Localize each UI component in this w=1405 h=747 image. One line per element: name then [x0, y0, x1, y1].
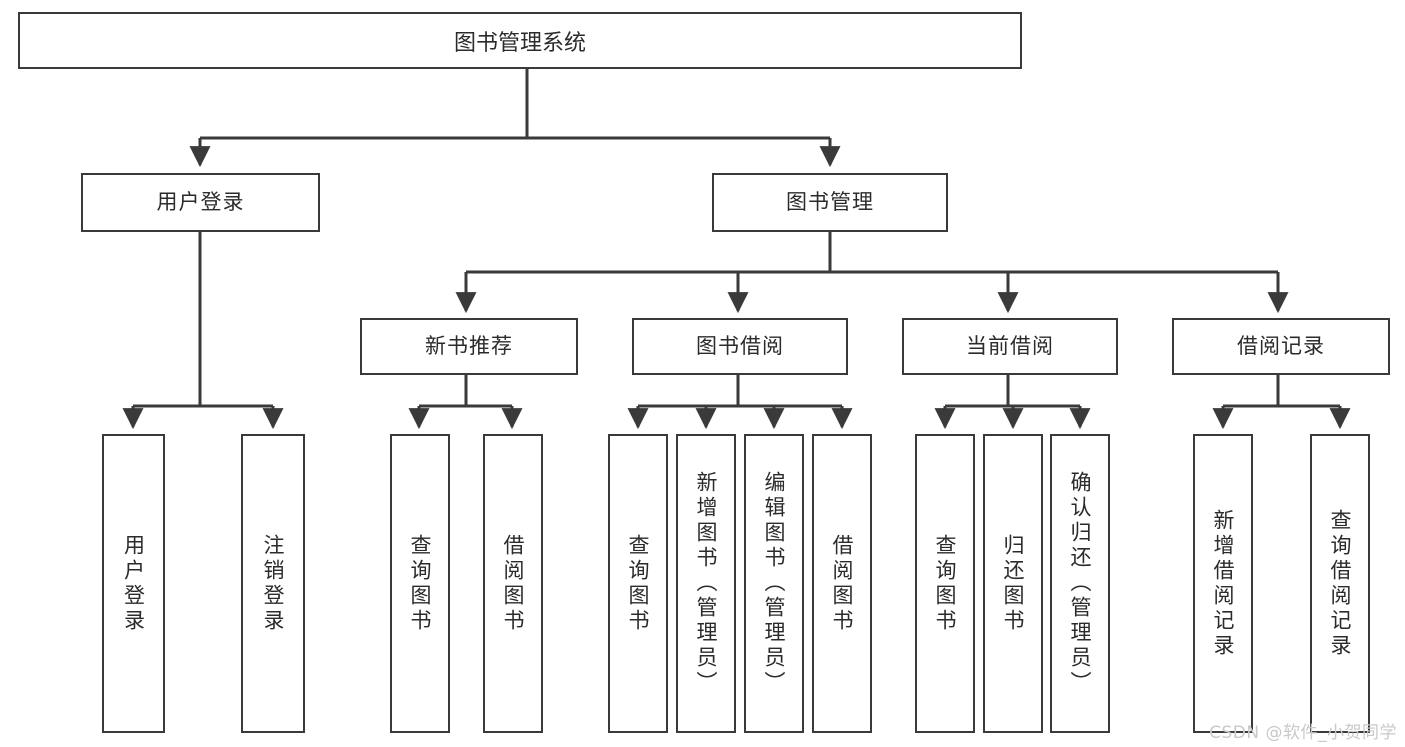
- node-borrow-record-label: 借阅记录: [1237, 333, 1325, 358]
- leaf-node[interactable]: 编辑图书（管理员）: [744, 434, 804, 733]
- node-root[interactable]: 图书管理系统: [18, 12, 1022, 69]
- leaf-node[interactable]: 新增图书（管理员）: [676, 434, 736, 733]
- leaf-node-label: 用户登录: [121, 533, 146, 634]
- leaf-node[interactable]: 查询借阅记录: [1310, 434, 1370, 733]
- node-new-book-recommend[interactable]: 新书推荐: [360, 318, 578, 375]
- node-user-login-label: 用户登录: [156, 189, 245, 214]
- leaf-node[interactable]: 用户登录: [102, 434, 165, 733]
- node-new-book-recommend-label: 新书推荐: [425, 333, 513, 358]
- leaf-node-label: 借阅图书: [830, 533, 855, 634]
- leaf-node-label: 编辑图书（管理员）: [762, 471, 787, 696]
- leaf-node-label: 确认归还（管理员）: [1068, 471, 1093, 696]
- leaf-node-label: 归还图书: [1001, 533, 1026, 634]
- leaf-node-label: 新增借阅记录: [1211, 508, 1236, 659]
- leaf-node[interactable]: 新增借阅记录: [1193, 434, 1253, 733]
- leaf-node[interactable]: 查询图书: [608, 434, 668, 733]
- leaf-node-label: 查询图书: [626, 533, 651, 634]
- node-user-login[interactable]: 用户登录: [81, 173, 320, 232]
- leaf-node[interactable]: 查询图书: [390, 434, 450, 733]
- node-current-borrow-label: 当前借阅: [966, 333, 1054, 358]
- leaf-node-label: 新增图书（管理员）: [694, 471, 719, 696]
- leaf-node[interactable]: 借阅图书: [812, 434, 872, 733]
- leaf-node-label: 注销登录: [261, 533, 286, 634]
- csdn-watermark: CSDN @软件_小贺同学: [1209, 723, 1397, 743]
- leaf-node-label: 查询图书: [933, 533, 958, 634]
- node-borrow-record[interactable]: 借阅记录: [1172, 318, 1390, 375]
- node-book-management-label: 图书管理: [786, 189, 874, 214]
- leaf-node-label: 查询借阅记录: [1328, 508, 1353, 659]
- leaf-node[interactable]: 查询图书: [915, 434, 975, 733]
- leaf-node[interactable]: 归还图书: [983, 434, 1043, 733]
- node-book-borrow-label: 图书借阅: [696, 333, 784, 358]
- node-current-borrow[interactable]: 当前借阅: [902, 318, 1118, 375]
- leaf-node[interactable]: 注销登录: [241, 434, 305, 733]
- node-book-borrow[interactable]: 图书借阅: [632, 318, 848, 375]
- leaf-node-label: 查询图书: [408, 533, 433, 634]
- leaf-node-label: 借阅图书: [501, 533, 526, 634]
- node-book-management[interactable]: 图书管理: [712, 173, 948, 232]
- leaf-node[interactable]: 确认归还（管理员）: [1050, 434, 1110, 733]
- leaf-node[interactable]: 借阅图书: [483, 434, 543, 733]
- node-root-label: 图书管理系统: [453, 30, 586, 56]
